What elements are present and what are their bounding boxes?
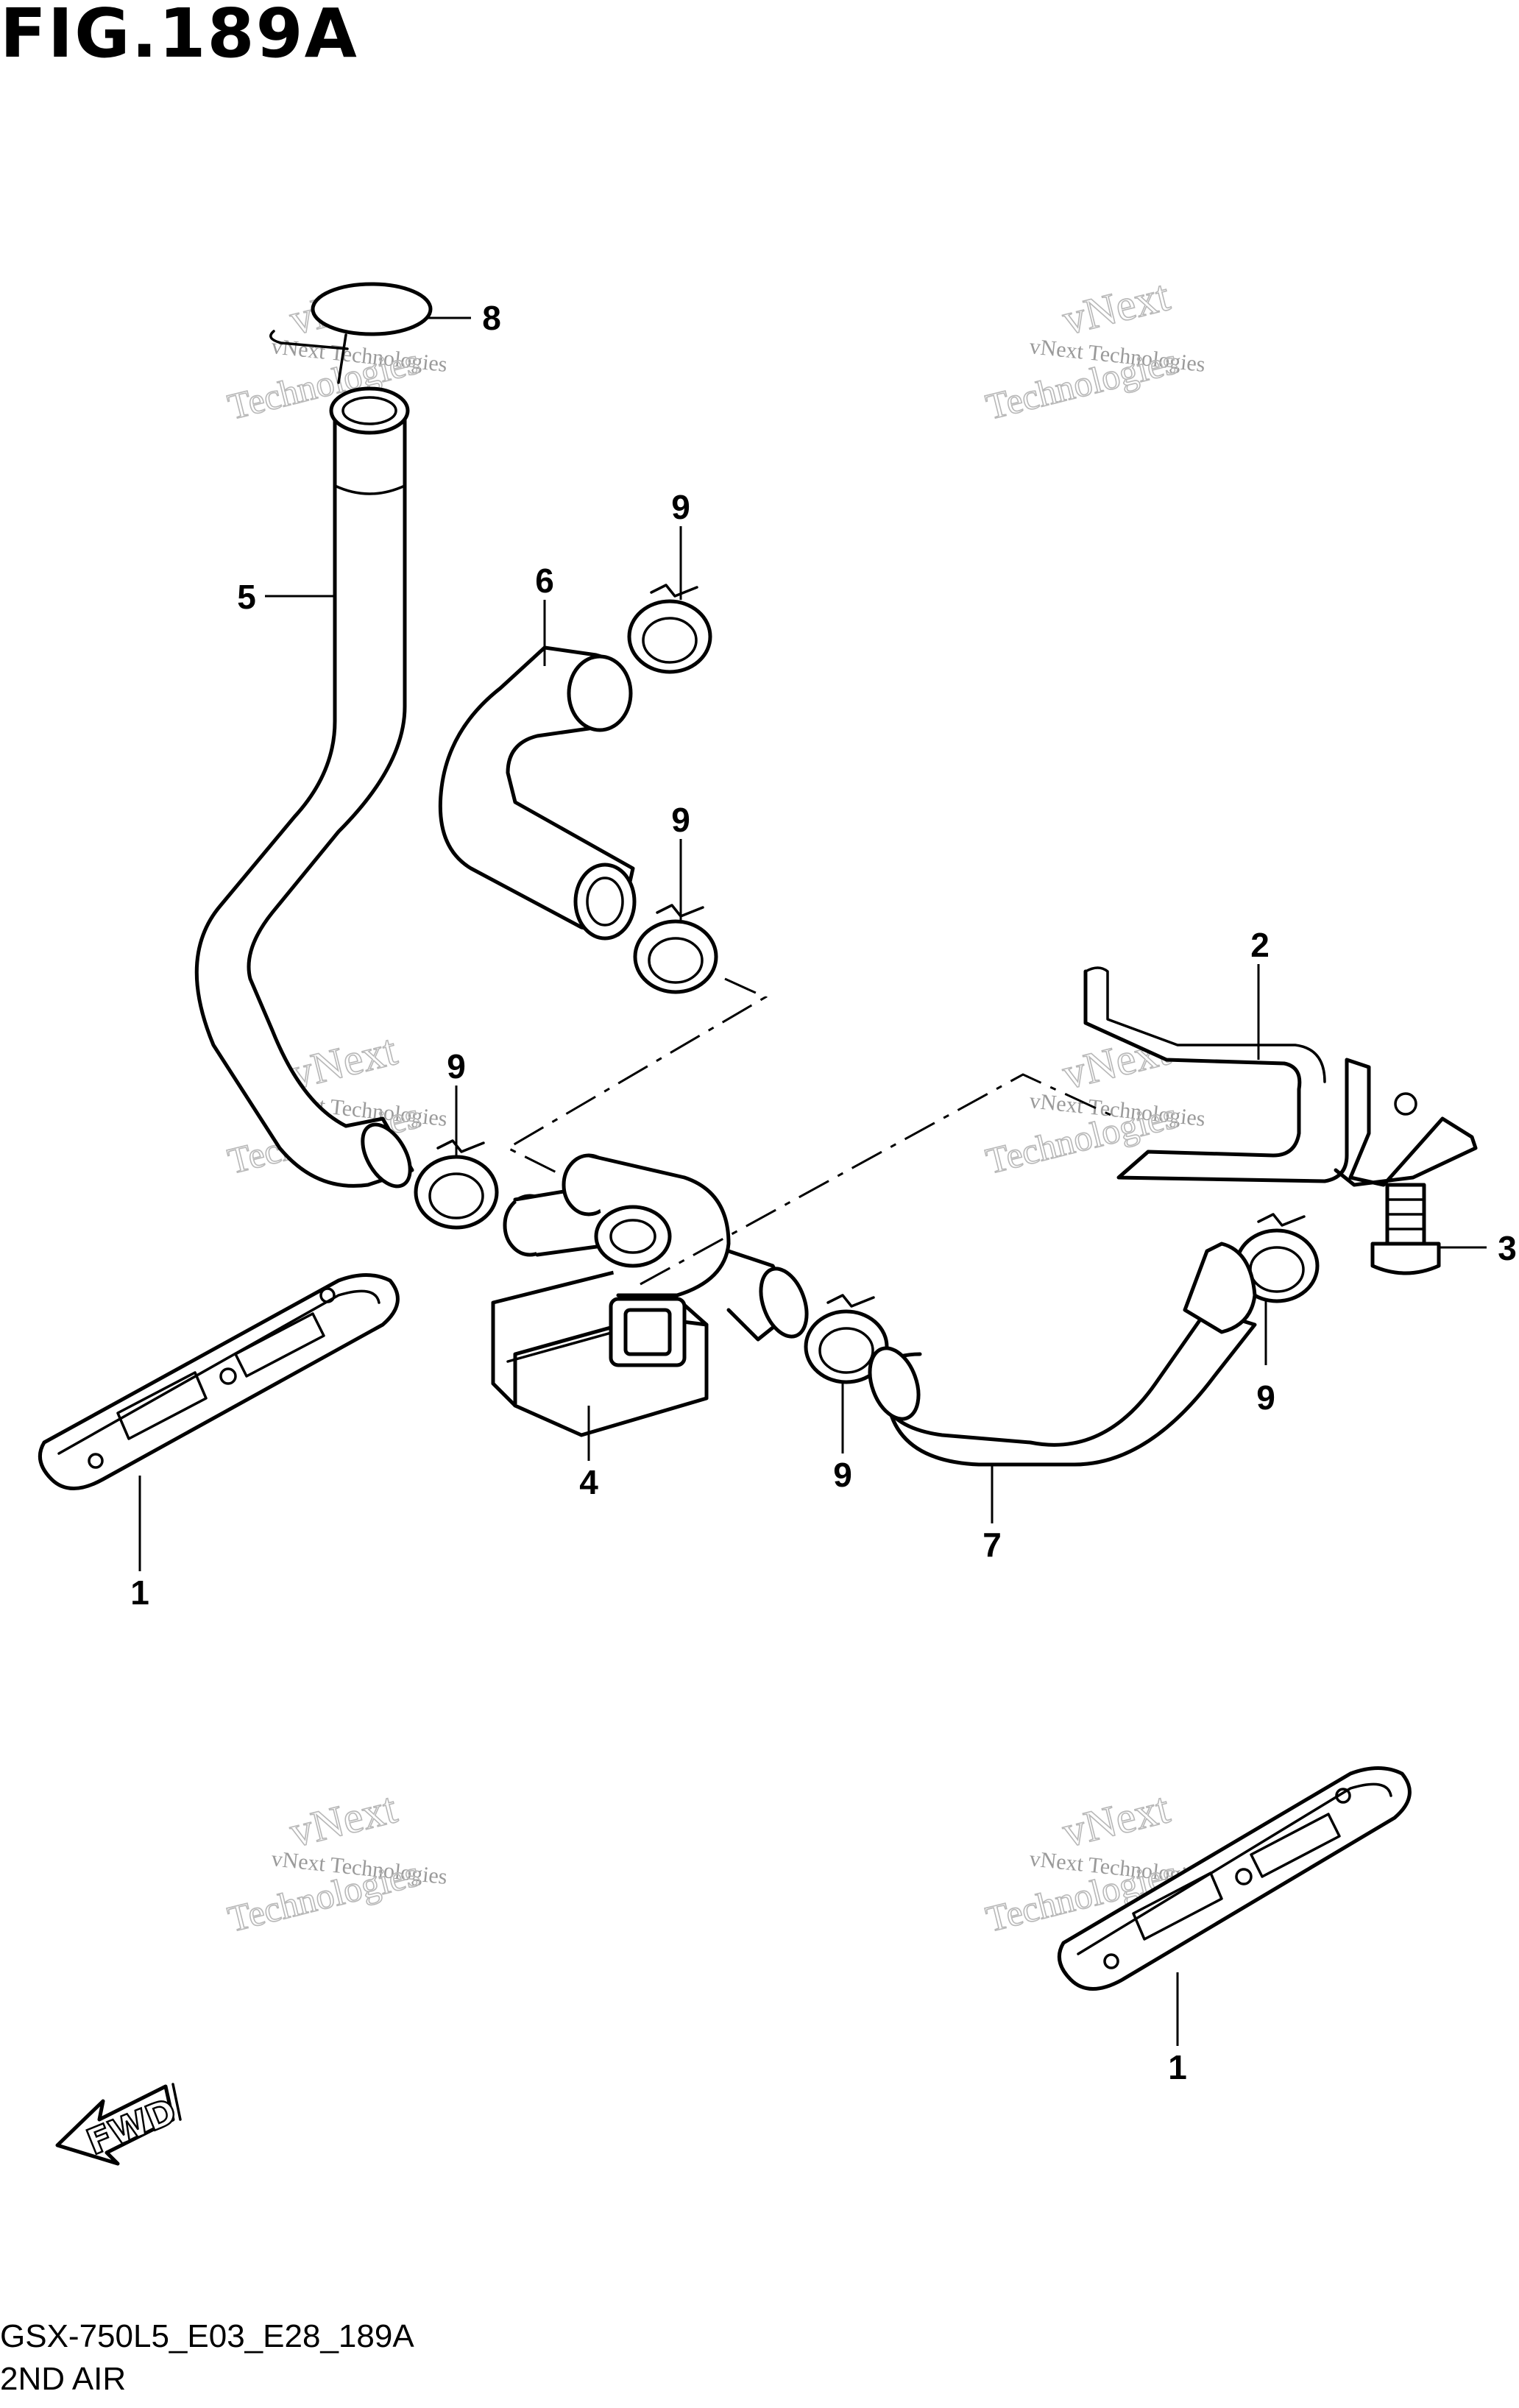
figure-title: FIG.189A [0,0,358,73]
callout-2: 2 [1250,926,1270,964]
part-5-hose [194,386,414,1189]
callout-3: 3 [1498,1229,1517,1267]
part-8-cap [269,282,433,384]
model-code: GSX-750L5_E03_E28_189A [0,2318,414,2354]
assembly-line [505,977,768,1175]
callout-6: 6 [535,562,554,600]
callout-9-right: 9 [1256,1378,1275,1417]
callout-9-upper: 9 [671,488,690,526]
watermark-bottom-left: vNext Technologies vNext Technologies [223,1782,448,1940]
part-6-hose [438,645,637,941]
callout-7: 7 [982,1526,1002,1564]
callout-9-left: 9 [447,1047,466,1086]
part-3-bolt [1370,1183,1441,1275]
part-7-hose [868,1242,1257,1467]
callout-9-middle: 9 [671,801,690,839]
part-2-bracket [1083,966,1478,1187]
callout-1-upper: 1 [130,1573,149,1612]
part-1-gasket-upper [38,1273,400,1490]
watermark-top-right: vNext Technologies vNext Technologies [981,270,1206,428]
part-9-clamp-b [633,904,718,994]
watermark-text: vNext [1058,1783,1175,1857]
part-1-gasket-lower [1057,1766,1412,1991]
callout-9-lower: 9 [833,1456,852,1494]
assembly-line [640,1073,1119,1286]
watermark-text: vNext [285,1783,402,1857]
fwd-direction-marker: FWD [55,2083,183,2166]
section-name: 2ND AIR [0,2361,127,2397]
callout-1-lower: 1 [1168,2048,1187,2086]
watermark-text: vNext [1058,271,1175,344]
callout-4: 4 [579,1463,598,1501]
leader-lines [138,316,1487,2046]
part-4-valve [491,1153,809,1437]
part-9-clamp-a [627,584,712,674]
callout-8: 8 [482,299,501,337]
part-9-clamp-c [414,1139,499,1230]
callout-5: 5 [237,578,256,616]
